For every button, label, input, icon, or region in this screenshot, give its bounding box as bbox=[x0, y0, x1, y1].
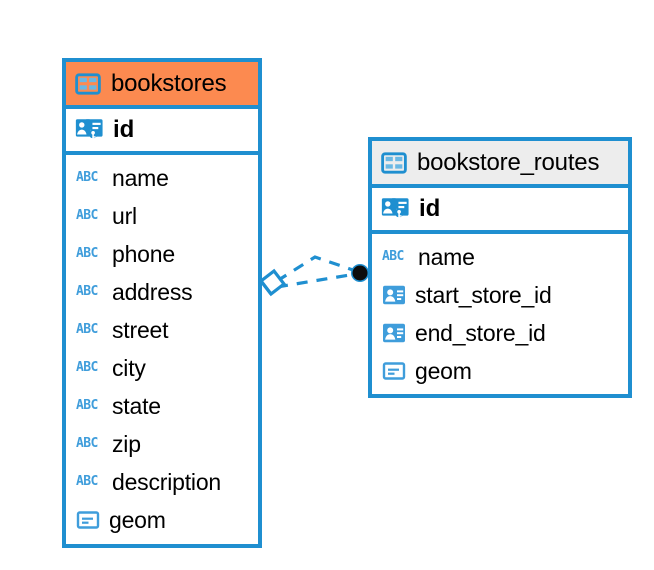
abc-icon: ABC bbox=[76, 170, 98, 185]
field-label: zip bbox=[112, 430, 141, 457]
primary-key-label: id bbox=[419, 195, 441, 222]
entity-header-bookstores[interactable]: bookstores bbox=[66, 62, 258, 109]
diamond-outline-marker bbox=[258, 268, 287, 297]
geometry-icon bbox=[76, 508, 100, 532]
filled-circle-marker bbox=[351, 264, 369, 282]
abc-icon: ABC bbox=[76, 398, 98, 413]
relationship-line-lower bbox=[276, 272, 357, 289]
field-label: city bbox=[112, 354, 146, 381]
field-row-end-store-id[interactable]: end_store_id bbox=[372, 314, 628, 352]
field-label: description bbox=[112, 468, 222, 495]
field-label: phone bbox=[112, 240, 175, 267]
field-row-state[interactable]: ABC state bbox=[66, 387, 258, 425]
field-label: name bbox=[112, 164, 169, 191]
field-row-street[interactable]: ABC street bbox=[66, 311, 258, 349]
field-row-start-store-id[interactable]: start_store_id bbox=[372, 276, 628, 314]
field-row-url[interactable]: ABC url bbox=[66, 197, 258, 235]
field-row-phone[interactable]: ABC phone bbox=[66, 235, 258, 273]
primary-key-row-id[interactable]: id bbox=[372, 188, 628, 234]
field-label: url bbox=[112, 202, 137, 229]
foreign-key-icon bbox=[382, 321, 406, 345]
entity-table-bookstore-routes[interactable]: bookstore_routes bbox=[368, 137, 632, 398]
field-row-name[interactable]: ABC name bbox=[372, 238, 628, 276]
field-row-city[interactable]: ABC city bbox=[66, 349, 258, 387]
field-list-bookstores: ABC name ABC url ABC phone ABC address A… bbox=[66, 155, 258, 539]
field-label: geom bbox=[109, 506, 166, 533]
relationship-line-upper bbox=[276, 255, 357, 283]
table-icon bbox=[381, 150, 407, 176]
geometry-icon bbox=[382, 359, 406, 383]
field-row-geom[interactable]: geom bbox=[372, 352, 628, 390]
field-label: end_store_id bbox=[415, 319, 546, 346]
field-label: address bbox=[112, 278, 193, 305]
abc-icon: ABC bbox=[76, 208, 98, 223]
primary-key-icon bbox=[75, 116, 103, 144]
entity-header-bookstore-routes[interactable]: bookstore_routes bbox=[372, 141, 628, 188]
field-label: state bbox=[112, 392, 161, 419]
field-label: name bbox=[418, 243, 475, 270]
field-row-address[interactable]: ABC address bbox=[66, 273, 258, 311]
abc-icon: ABC bbox=[76, 284, 98, 299]
foreign-key-icon bbox=[382, 283, 406, 307]
table-icon bbox=[75, 71, 101, 97]
entity-table-bookstores[interactable]: bookstores bbox=[62, 58, 262, 548]
abc-icon: ABC bbox=[76, 474, 98, 489]
abc-icon: ABC bbox=[76, 360, 98, 375]
relationship-connector[interactable] bbox=[255, 243, 390, 318]
entity-title: bookstores bbox=[111, 69, 227, 97]
abc-icon: ABC bbox=[76, 436, 98, 451]
field-label: start_store_id bbox=[415, 281, 552, 308]
field-label: geom bbox=[415, 357, 472, 384]
field-row-geom[interactable]: geom bbox=[66, 501, 258, 539]
field-label: street bbox=[112, 316, 169, 343]
abc-icon: ABC bbox=[382, 249, 404, 264]
abc-icon: ABC bbox=[76, 322, 98, 337]
primary-key-icon bbox=[381, 195, 409, 223]
field-list-bookstore-routes: ABC name start_store_id bbox=[372, 234, 628, 390]
primary-key-row-id[interactable]: id bbox=[66, 109, 258, 155]
abc-icon: ABC bbox=[76, 246, 98, 261]
primary-key-label: id bbox=[113, 116, 135, 143]
entity-title: bookstore_routes bbox=[417, 148, 600, 176]
field-row-name[interactable]: ABC name bbox=[66, 159, 258, 197]
field-row-zip[interactable]: ABC zip bbox=[66, 425, 258, 463]
field-row-description[interactable]: ABC description bbox=[66, 463, 258, 501]
